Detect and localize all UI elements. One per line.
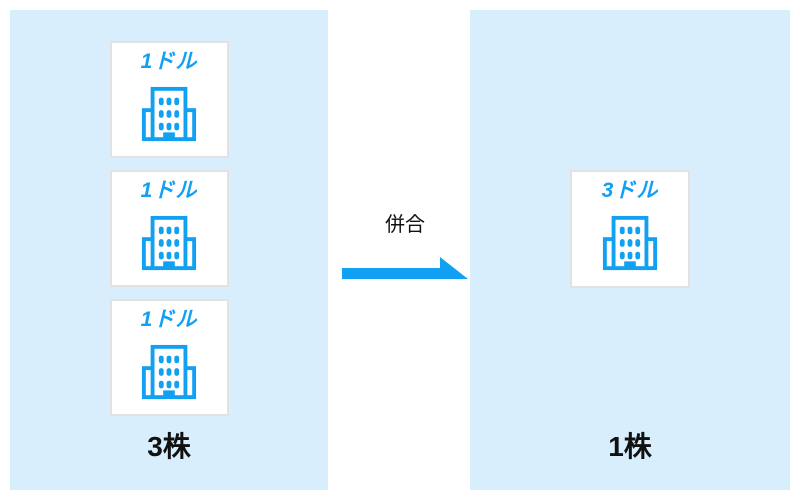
after-cards: 3ドル — [470, 10, 790, 288]
share-card: 1ドル — [109, 41, 229, 158]
share-card: 1ドル — [109, 299, 229, 416]
before-share-count-label: 3株 — [147, 431, 191, 462]
building-icon — [140, 85, 198, 143]
before-cards: 1ドル 1ドル 1ドル — [10, 10, 328, 416]
right-arrow-icon — [342, 257, 468, 279]
after-share-count-label: 1株 — [608, 431, 652, 462]
after-panel: 3ドル 1株 — [470, 10, 790, 490]
share-price-label: 1ドル — [140, 308, 198, 331]
share-price-label: 1ドル — [140, 50, 198, 73]
before-panel: 1ドル 1ドル 1ドル 3株 — [10, 10, 328, 490]
share-price-label: 1ドル — [140, 179, 198, 202]
share-card: 3ドル — [570, 170, 690, 288]
building-icon — [140, 343, 198, 401]
building-icon — [601, 214, 659, 272]
share-price-label: 3ドル — [601, 179, 659, 202]
building-icon — [140, 214, 198, 272]
transition-label: 併合 — [385, 214, 425, 236]
share-card: 1ドル — [109, 170, 229, 287]
